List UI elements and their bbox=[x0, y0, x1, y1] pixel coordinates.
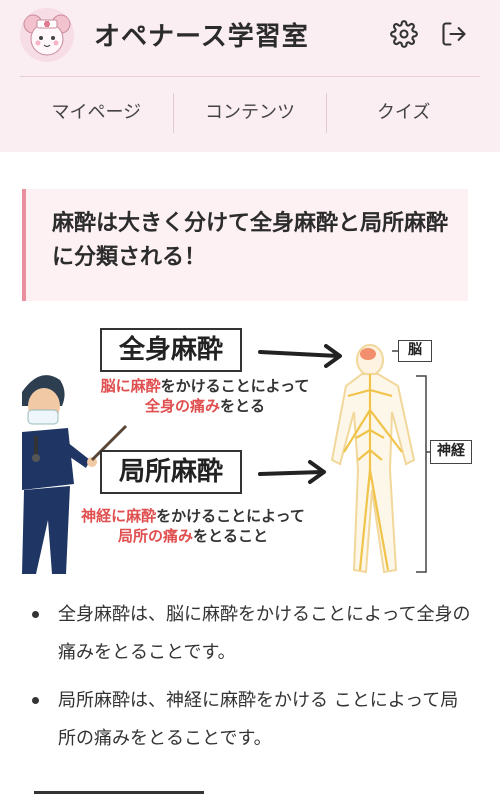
app-title: オペナース学習室 bbox=[94, 22, 309, 52]
summary-callout: 麻酔は大きく分けて全身麻酔と局所麻酔に分類される！ bbox=[22, 189, 468, 301]
nerve-tag: 神経 bbox=[430, 440, 472, 464]
general-anesthesia-description: 脳に麻酔をかけることによって 全身の痛みをとる bbox=[100, 377, 310, 415]
tab-mypage[interactable]: マイページ bbox=[20, 93, 174, 133]
tab-quiz[interactable]: クイズ bbox=[376, 102, 431, 123]
mascot-avatar bbox=[20, 8, 74, 62]
logout-icon[interactable] bbox=[440, 20, 468, 48]
article-content: 麻酔は大きく分けて全身麻酔と局所麻酔に分類される！ bbox=[0, 152, 500, 794]
local-anesthesia-label: 局所麻酔 bbox=[100, 450, 242, 494]
tab-contents[interactable]: コンテンツ bbox=[174, 93, 328, 133]
header-divider bbox=[20, 76, 480, 77]
list-item: 全身麻酔は、脳に麻酔をかけることによって全身の痛みをとることです。 bbox=[30, 596, 476, 672]
list-item: 局所麻酔は、神経に麻酔をかける ことによって局所の痛みをとることです。 bbox=[30, 682, 476, 758]
body-nerve-figure bbox=[330, 344, 416, 574]
callout-heading: 麻酔は大きく分けて全身麻酔と局所麻酔に分類される！ bbox=[52, 211, 449, 270]
main-tabs: マイページ コンテンツ クイズ bbox=[20, 93, 480, 133]
gear-icon[interactable] bbox=[390, 20, 418, 48]
brain-tag: 脳 bbox=[398, 340, 432, 362]
nurse-figure bbox=[22, 375, 128, 574]
arrow-to-nerve bbox=[258, 460, 326, 484]
anesthesia-illustration: 全身麻酔 脳に麻酔をかけることによって 全身の痛みをとる 局所麻酔 神経に麻酔を… bbox=[22, 320, 478, 582]
app-header: オペナース学習室 マイページ コンテンツ クイズ bbox=[0, 0, 500, 152]
explanation-list: 全身麻酔は、脳に麻酔をかけることによって全身の痛みをとることです。 局所麻酔は、… bbox=[30, 596, 476, 768]
local-anesthesia-description: 神経に麻酔をかけることによって 局所の痛みをとること bbox=[81, 507, 305, 545]
section-divider bbox=[34, 791, 204, 794]
arrow-to-brain bbox=[258, 344, 342, 368]
general-anesthesia-label: 全身麻酔 bbox=[100, 328, 242, 372]
